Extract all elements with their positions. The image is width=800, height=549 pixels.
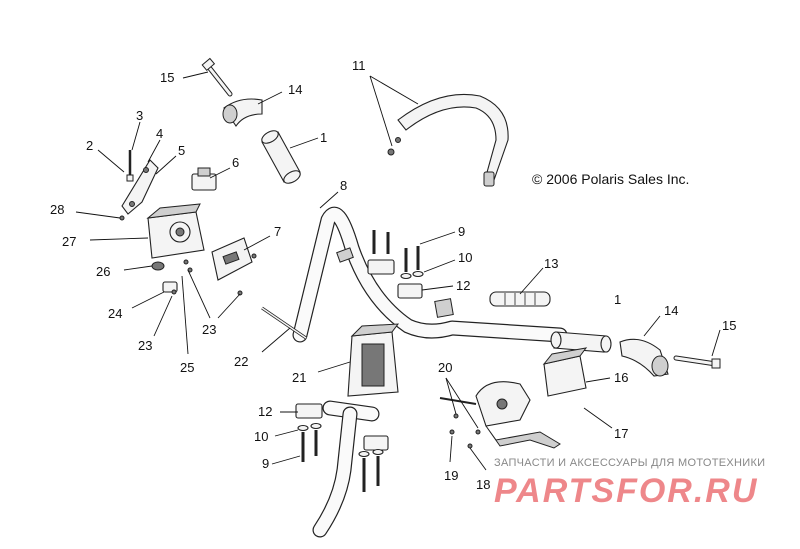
callout-12-upper: 12	[456, 278, 470, 293]
throttle-cable	[261, 306, 307, 340]
switch-clip	[191, 167, 217, 191]
callout-1: 1	[320, 130, 327, 145]
callout-23-a: 23	[202, 322, 216, 337]
grip-tube-right	[550, 331, 612, 353]
callout-18: 18	[476, 477, 490, 492]
handlebar-mount	[347, 323, 400, 397]
callout-26: 26	[96, 264, 110, 279]
left-bracket-screw	[126, 150, 134, 182]
callout-20: 20	[438, 360, 452, 375]
callout-4: 4	[156, 126, 163, 141]
callout-3: 3	[136, 108, 143, 123]
callout-9-lower: 9	[262, 456, 269, 471]
leader-lines	[75, 71, 721, 471]
callout-25: 25	[180, 360, 194, 375]
callout-9-upper: 9	[458, 224, 465, 239]
bar-end-bolt-right	[673, 355, 721, 369]
switch-knob	[151, 261, 165, 271]
callout-24: 24	[108, 306, 122, 321]
callout-19: 19	[444, 468, 458, 483]
callout-8: 8	[340, 178, 347, 193]
callout-28: 28	[50, 202, 64, 217]
upper-clamp-hardware	[367, 230, 424, 299]
callout-23-b: 23	[138, 338, 152, 353]
handlebar-clamp-band	[336, 247, 454, 318]
bar-end-bolt-left	[201, 57, 233, 97]
handlebar-tube	[292, 206, 568, 343]
watermark: ЗАПЧАСТИ И АКСЕССУАРЫ ДЛЯ МОТОТЕХНИКИ PA…	[494, 457, 765, 510]
switch-button	[162, 281, 178, 293]
callout-2: 2	[86, 138, 93, 153]
callout-7: 7	[274, 224, 281, 239]
reservoir-cover	[542, 347, 588, 397]
copyright-notice: © 2006 Polaris Sales Inc.	[532, 171, 689, 187]
callout-10-lower: 10	[254, 429, 268, 444]
small-screws	[119, 215, 257, 296]
watermark-subtitle: ЗАПЧАСТИ И АКСЕССУАРЫ ДЛЯ МОТОТЕХНИКИ	[494, 457, 765, 469]
callout-10-upper: 10	[458, 250, 472, 265]
callout-13: 13	[544, 256, 558, 271]
bar-end-cap-right	[619, 338, 669, 377]
callout-17: 17	[614, 426, 628, 441]
grip-tube-left	[261, 130, 301, 184]
switch-housing	[146, 203, 205, 259]
lower-clamp-hardware	[295, 403, 389, 492]
throttle-grip	[489, 291, 551, 307]
callout-labels: 1 1 2 3 4 5 6 7 8 9 9 10 10 11 12 12 13 …	[50, 58, 736, 492]
callout-5: 5	[178, 143, 185, 158]
callout-1-right: 1	[614, 292, 621, 307]
callout-12-lower: 12	[258, 404, 272, 419]
callout-11: 11	[352, 58, 366, 73]
master-cylinder-screws	[449, 413, 481, 449]
left-bracket	[121, 159, 159, 215]
callout-21: 21	[292, 370, 306, 385]
callout-22: 22	[234, 354, 248, 369]
bar-end-cap-left	[222, 98, 263, 127]
callout-16: 16	[614, 370, 628, 385]
callout-14-upper: 14	[288, 82, 302, 97]
hand-guard	[387, 93, 509, 187]
switch-cover	[211, 237, 253, 281]
steering-post	[312, 400, 380, 538]
callout-14-right: 14	[664, 303, 678, 318]
callout-27: 27	[62, 234, 76, 249]
callout-6: 6	[232, 155, 239, 170]
watermark-logo: PARTSFOR.RU	[494, 472, 758, 510]
callout-15-right: 15	[722, 318, 736, 333]
brake-master-cylinder	[439, 381, 561, 449]
callout-15-upper: 15	[160, 70, 174, 85]
